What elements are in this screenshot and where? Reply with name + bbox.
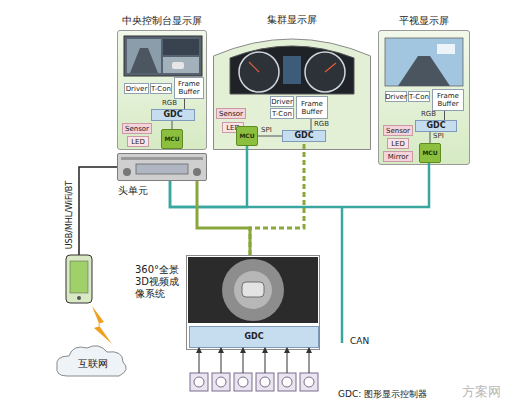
camera-array-part bbox=[265, 348, 266, 373]
gdc-box: GDC bbox=[282, 130, 326, 142]
node-label: MCU bbox=[422, 149, 437, 157]
camera-array-part bbox=[190, 373, 208, 391]
node-heading: 平视显示屏 bbox=[369, 15, 479, 27]
frame-buffer-box: Frame Buffer bbox=[296, 96, 328, 119]
phone-illustration-part bbox=[70, 261, 88, 293]
frame-buffer-box: Frame Buffer bbox=[432, 89, 464, 111]
camera-array-part bbox=[194, 377, 204, 387]
sensor-box: Sensor bbox=[216, 108, 246, 119]
camera-array-part bbox=[260, 377, 270, 387]
node-label: LED bbox=[131, 138, 145, 146]
node-label: Sensor bbox=[386, 127, 410, 135]
node-label: LED bbox=[391, 140, 405, 148]
node-label: GDC bbox=[294, 132, 313, 140]
camera-array-part bbox=[221, 348, 222, 373]
camera-array-part bbox=[243, 348, 244, 373]
signal-label: SPI bbox=[433, 132, 444, 140]
footnote: GDC: 图形显示控制器 bbox=[338, 389, 427, 400]
surround-view-system: 360°全景3D视频成像系统GDC bbox=[186, 255, 320, 350]
node-label: Mirror bbox=[388, 153, 409, 161]
module-box: T-Con bbox=[150, 83, 172, 94]
head-unit: 头单元 bbox=[117, 153, 207, 181]
node-heading: 集群显示屏 bbox=[203, 14, 381, 26]
camera-array-part bbox=[234, 373, 252, 391]
interface-label: USB/MHL/WiFi/BT bbox=[65, 175, 75, 255]
signal-label: SPI bbox=[261, 126, 272, 134]
video-wire bbox=[250, 142, 304, 255]
node-label: Frame Buffer bbox=[175, 80, 203, 96]
led-box: LED bbox=[127, 136, 149, 147]
camera-array-part bbox=[282, 377, 292, 387]
node-heading: 360°全景3D视频成像系统 bbox=[135, 264, 183, 300]
camera-array-part bbox=[199, 348, 200, 373]
frame-buffer-box: Frame Buffer bbox=[174, 77, 204, 99]
phone-illustration bbox=[66, 167, 117, 303]
camera-array bbox=[190, 348, 318, 391]
node-label: Driver bbox=[385, 93, 407, 101]
module-box: Driver bbox=[385, 91, 407, 102]
phone-illustration-part bbox=[79, 167, 117, 255]
camera-array-part bbox=[238, 377, 248, 387]
node-label: T-Con bbox=[151, 85, 171, 93]
node-label: MCU bbox=[164, 135, 179, 143]
mcu-chip: MCU bbox=[419, 143, 441, 163]
video-wire bbox=[197, 181, 250, 255]
mcu-chip: MCU bbox=[236, 126, 258, 146]
module-box: T-Con bbox=[270, 108, 294, 119]
signal-label: RGB bbox=[314, 120, 329, 128]
can-wire bbox=[170, 163, 429, 207]
can-bus-line bbox=[342, 207, 343, 343]
gdc-box: GDC bbox=[151, 109, 195, 121]
phone-illustration-part bbox=[66, 255, 92, 303]
cluster-outline-path bbox=[214, 39, 371, 150]
phone-illustration-part bbox=[77, 296, 81, 300]
node-heading: 中央控制台显示屏 bbox=[108, 15, 216, 27]
cloud-outline-path bbox=[57, 346, 126, 376]
camera-array-part bbox=[216, 377, 226, 387]
gdc-box: GDC bbox=[189, 326, 319, 348]
node-label: Frame Buffer bbox=[297, 100, 327, 116]
node-label: Sensor bbox=[219, 110, 243, 118]
camera-array-part bbox=[212, 373, 230, 391]
camera-array-part bbox=[287, 348, 288, 373]
watermark: 方案网 bbox=[462, 384, 501, 399]
node-label: GDC bbox=[244, 333, 263, 341]
node-label: T-Con bbox=[409, 93, 429, 101]
module-box: T-Con bbox=[408, 91, 430, 102]
node-label: Sensor bbox=[125, 125, 149, 133]
internet-cloud: 互联网 bbox=[55, 342, 130, 378]
node-label: MCU bbox=[239, 132, 254, 140]
camera-array-part bbox=[304, 377, 314, 387]
signal-label: RGB bbox=[162, 99, 177, 107]
node-label: GDC bbox=[426, 122, 445, 130]
node-label: GDC bbox=[163, 111, 182, 119]
signal-label: RGB bbox=[421, 110, 436, 118]
display-panel: 平视显示屏DriverT-ConFrame BufferGDCSensorLED… bbox=[378, 30, 470, 165]
node-label: Frame Buffer bbox=[433, 92, 463, 108]
wireless-bolt bbox=[92, 306, 112, 344]
camera-array-part bbox=[278, 373, 296, 391]
mirror-box: Mirror bbox=[383, 151, 413, 162]
camera-array-part bbox=[300, 373, 318, 391]
module-box: Driver bbox=[270, 96, 294, 107]
sensor-box: Sensor bbox=[122, 123, 152, 134]
module-box: Driver bbox=[124, 83, 149, 94]
node-heading: 头单元 bbox=[118, 185, 148, 197]
node-label: Driver bbox=[271, 98, 293, 106]
sensor-box: Sensor bbox=[383, 125, 413, 136]
camera-array-part bbox=[309, 348, 310, 373]
bus-label: CAN bbox=[350, 336, 369, 347]
node-label: Driver bbox=[126, 85, 148, 93]
wireless-bolt-part bbox=[92, 306, 112, 344]
gdc-box: GDC bbox=[415, 120, 457, 132]
camera-array-part bbox=[256, 373, 274, 391]
node-label: 互联网 bbox=[78, 358, 108, 370]
cluster-panel: 集群显示屏SensorLEDDriverT-ConFrame BufferMCU… bbox=[213, 30, 371, 150]
mcu-chip: MCU bbox=[161, 129, 183, 149]
node-label: T-Con bbox=[272, 110, 292, 118]
can-bus-line-part bbox=[341, 207, 344, 343]
display-panel: 中央控制台显示屏DriverT-ConFrame BufferGDCSensor… bbox=[117, 30, 207, 150]
led-box: LED bbox=[387, 138, 409, 149]
